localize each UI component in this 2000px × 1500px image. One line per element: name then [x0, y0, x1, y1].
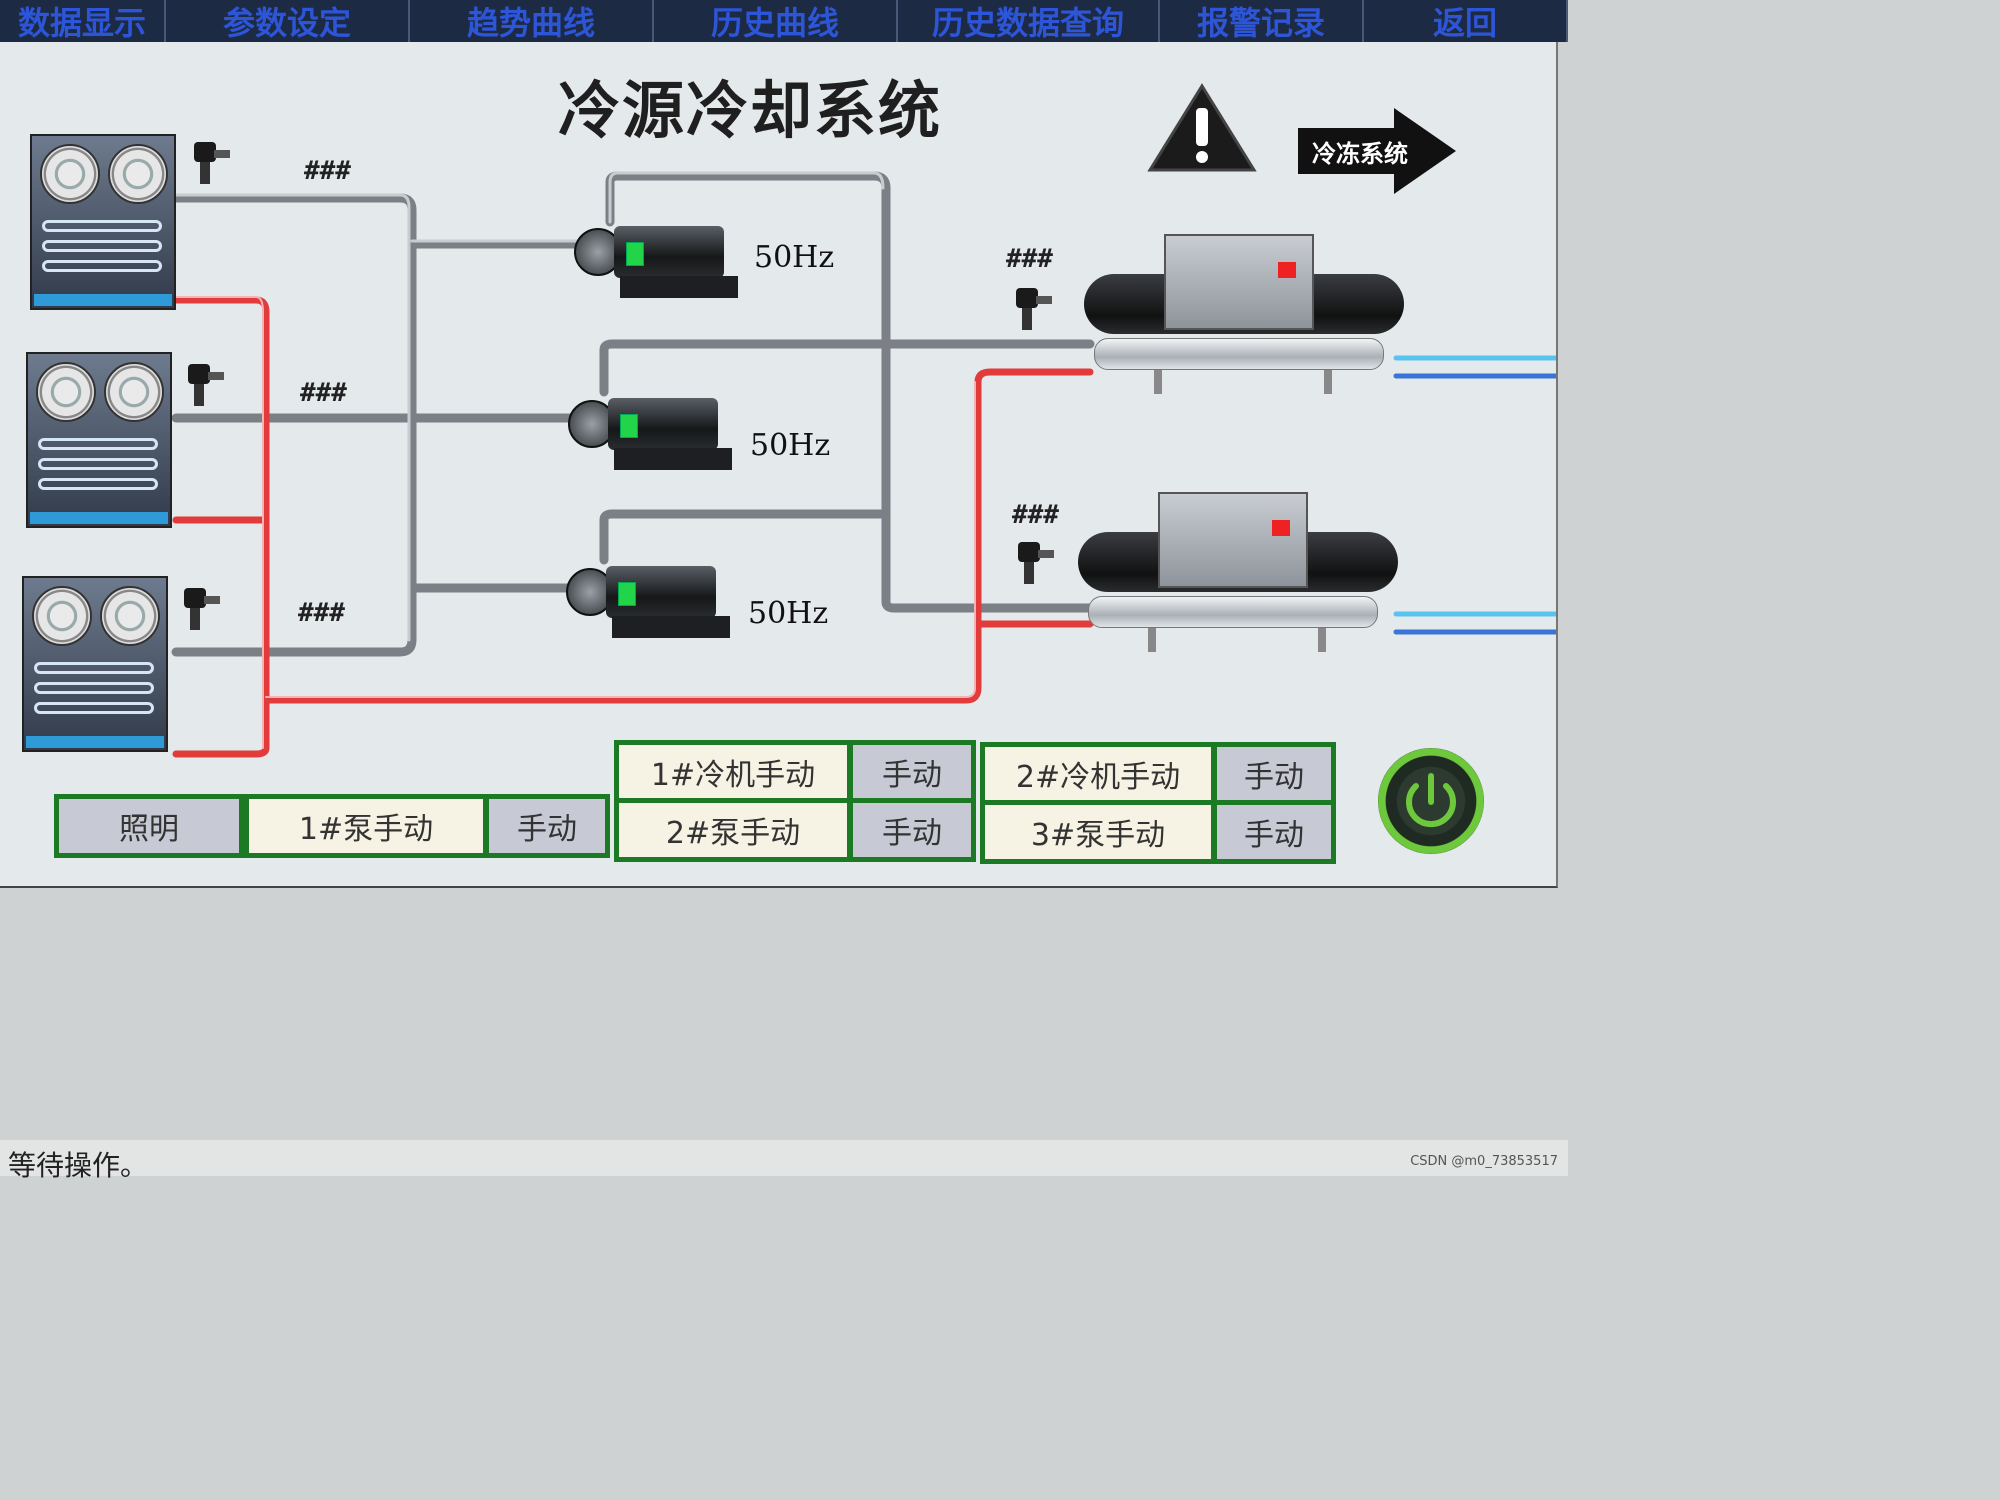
fan-icon: [36, 362, 96, 422]
pump3-mode-button[interactable]: 手动: [1212, 800, 1336, 864]
hmi-screen: 冷源冷却系统 ### ### ### 50Hz 50: [0, 42, 1558, 888]
tower-basin: [30, 512, 168, 524]
valve-icon[interactable]: [192, 142, 230, 186]
valve-icon[interactable]: [1016, 542, 1054, 586]
chiller-alarm-lamp: [1278, 262, 1296, 278]
tower-3-value: ###: [298, 598, 345, 628]
nav-history-query[interactable]: 历史数据查询: [898, 0, 1160, 42]
power-button[interactable]: [1378, 748, 1484, 854]
valve-icon[interactable]: [1014, 288, 1052, 332]
lighting-button[interactable]: 照明: [54, 794, 244, 858]
chiller-alarm-lamp: [1272, 520, 1290, 536]
pump-icon[interactable]: [568, 394, 738, 474]
chiller2-manual-label: 2#冷机手动: [980, 742, 1216, 806]
pump-2-frequency: 50Hz: [750, 428, 831, 463]
pump2-mode-button[interactable]: 手动: [848, 798, 976, 862]
gray-pipe-highlight: [174, 171, 885, 642]
fan-icon: [40, 144, 100, 204]
chiller-icon[interactable]: [1084, 234, 1404, 404]
red-pipe-highlight: [175, 296, 976, 749]
pump1-mode-button[interactable]: 手动: [484, 794, 610, 858]
top-nav: 数据显示 参数设定 趋势曲线 历史曲线 历史数据查询 报警记录 返回: [0, 0, 1568, 42]
status-bar: 等待操作。 CSDN @m0_73853517: [0, 1140, 1568, 1182]
nav-back[interactable]: 返回: [1364, 0, 1568, 42]
chiller-2-value: ###: [1012, 500, 1059, 530]
arrow-right-icon: [1298, 108, 1456, 194]
nav-data-display[interactable]: 数据显示: [0, 0, 166, 42]
watermark: CSDN @m0_73853517: [1410, 1154, 1558, 1169]
status-text: 等待操作。: [8, 1149, 149, 1182]
blue-pipes: [1393, 355, 1556, 635]
tower-2-value: ###: [300, 378, 347, 408]
cooling-tower-2[interactable]: [26, 352, 172, 528]
pump1-manual-label: 1#泵手动: [244, 794, 488, 858]
tower-1-value: ###: [304, 156, 351, 186]
pump-run-indicator: [620, 414, 638, 438]
coil: [42, 260, 162, 272]
coil: [38, 458, 158, 470]
coil: [42, 220, 162, 232]
cooling-tower-1[interactable]: [30, 134, 176, 310]
coil: [38, 438, 158, 450]
pump-run-indicator: [618, 582, 636, 606]
nav-history-curve[interactable]: 历史曲线: [654, 0, 898, 42]
coil: [42, 240, 162, 252]
coil: [34, 702, 154, 714]
nav-trend-curve[interactable]: 趋势曲线: [410, 0, 654, 42]
red-pipes: [172, 296, 1094, 758]
coil: [34, 682, 154, 694]
pump-run-indicator: [626, 242, 644, 266]
pump-1-frequency: 50Hz: [754, 240, 835, 275]
warning-icon[interactable]: [1146, 82, 1258, 174]
pump-icon[interactable]: [574, 222, 744, 302]
chiller1-mode-button[interactable]: 手动: [848, 740, 976, 804]
fan-icon: [32, 586, 92, 646]
freeze-system-label: 冷冻系统: [1312, 140, 1408, 168]
fan-icon: [104, 362, 164, 422]
page-title: 冷源冷却系统: [557, 74, 942, 147]
pump-3-frequency: 50Hz: [748, 596, 829, 631]
cooling-tower-3[interactable]: [22, 576, 168, 752]
valve-icon[interactable]: [186, 364, 224, 408]
fan-icon: [108, 144, 168, 204]
pump2-manual-label: 2#泵手动: [614, 798, 852, 862]
valve-icon[interactable]: [182, 588, 220, 632]
fan-icon: [100, 586, 160, 646]
pump-icon[interactable]: [566, 562, 736, 642]
chiller-icon[interactable]: [1078, 492, 1398, 662]
freeze-system-link[interactable]: 冷冻系统: [1298, 108, 1456, 194]
tower-basin: [26, 736, 164, 748]
nav-alarm-records[interactable]: 报警记录: [1160, 0, 1364, 42]
chiller1-manual-label: 1#冷机手动: [614, 740, 852, 804]
coil: [38, 478, 158, 490]
nav-param-settings[interactable]: 参数设定: [166, 0, 410, 42]
chiller-1-value: ###: [1006, 244, 1053, 274]
pipe-network: [171, 171, 1556, 758]
tower-basin: [34, 294, 172, 306]
power-icon: [1406, 773, 1456, 828]
pump3-manual-label: 3#泵手动: [980, 800, 1216, 864]
chiller2-mode-button[interactable]: 手动: [1212, 742, 1336, 806]
coil: [34, 662, 154, 674]
